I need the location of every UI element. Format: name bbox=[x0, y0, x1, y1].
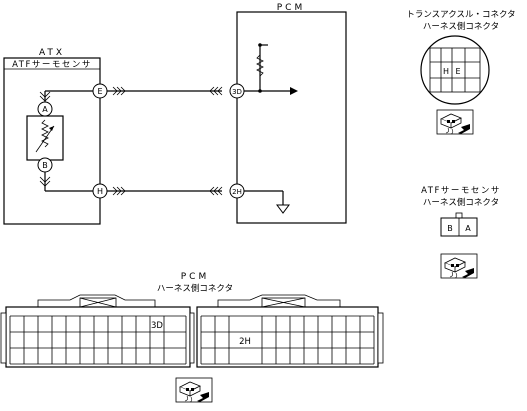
transaxle-connector-view-icon bbox=[436, 109, 474, 135]
svg-text:2H: 2H bbox=[232, 188, 242, 196]
atf-sensor-label: ATFサーモセンサ bbox=[12, 60, 92, 70]
transaxle-connector-title-2: ハーネス側コネクタ bbox=[423, 21, 499, 32]
terminal-e: E bbox=[92, 83, 108, 99]
sensor-terminal-b: B bbox=[37, 157, 53, 173]
pcm-connector: PCM ハーネス側コネクタ bbox=[0, 272, 384, 403]
pcm-title: PCM bbox=[277, 3, 305, 13]
svg-text:A: A bbox=[42, 105, 48, 114]
pcm-connector-view-icon bbox=[175, 377, 213, 403]
wire-h-2h bbox=[45, 186, 223, 196]
svg-text:E: E bbox=[97, 87, 102, 96]
terminal-h: H bbox=[92, 183, 108, 199]
thermistor-icon bbox=[35, 119, 55, 153]
transaxle-pin-e: E bbox=[455, 67, 460, 76]
atx-title: ATX bbox=[39, 48, 65, 58]
terminal-3d: 3D bbox=[229, 83, 245, 99]
sensor-connector-title-2: ハーネス側コネクタ bbox=[423, 197, 499, 208]
pcm-connector-left: 3D bbox=[0, 294, 195, 368]
sensor-terminal-a: A bbox=[37, 101, 53, 117]
pcm-connector-title-2: ハーネス側コネクタ bbox=[157, 283, 233, 294]
sensor-connector-title-1: ATFサーモセンサ bbox=[421, 186, 501, 196]
sensor-pin-a: A bbox=[465, 224, 471, 233]
pcm-connector-right: 2H bbox=[196, 294, 384, 368]
svg-text:B: B bbox=[42, 161, 48, 170]
atf-sensor: A B bbox=[26, 91, 64, 191]
sensor-connector-view-icon bbox=[440, 253, 478, 279]
ground-icon bbox=[276, 204, 290, 214]
terminal-2h: 2H bbox=[229, 183, 245, 199]
wire-e-3d bbox=[45, 86, 223, 96]
atx-box: ATX ATFサーモセンサ bbox=[3, 48, 101, 225]
pcm-pin-3d: 3D bbox=[151, 321, 163, 331]
pcm-pin-2h: 2H bbox=[239, 337, 251, 347]
transaxle-connector-title-1: トランスアクスル・コネクタ bbox=[406, 10, 515, 20]
svg-text:3D: 3D bbox=[232, 88, 242, 96]
transaxle-connector: トランスアクスル・コネクタ ハーネス側コネクタ H E bbox=[406, 10, 516, 135]
pcm-internal-circuit bbox=[237, 43, 298, 214]
atf-sensor-connector: ATFサーモセンサ ハーネス側コネクタ B A bbox=[421, 186, 501, 279]
pcm-resistor-icon bbox=[256, 54, 264, 77]
svg-text:H: H bbox=[97, 187, 103, 196]
pcm-box: PCM bbox=[236, 3, 347, 224]
transaxle-pin-h: H bbox=[443, 67, 449, 76]
sensor-pin-b: B bbox=[447, 224, 453, 233]
pcm-connector-title-1: PCM bbox=[181, 272, 209, 282]
